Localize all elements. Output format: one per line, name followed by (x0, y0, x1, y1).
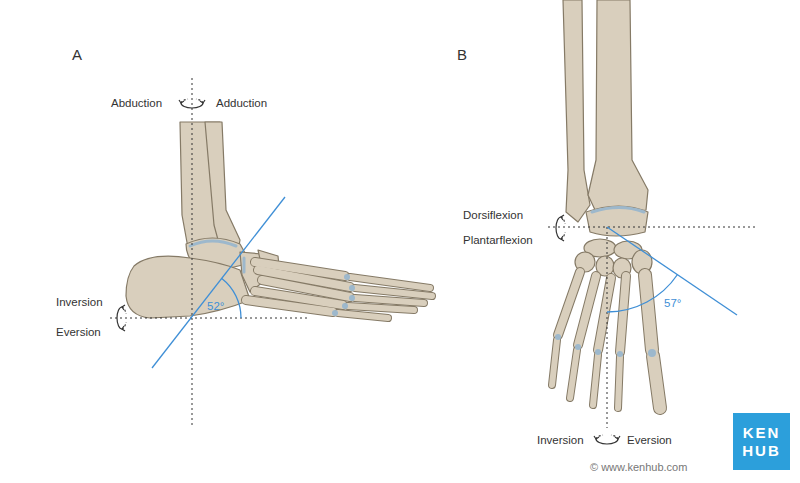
motion-label: Eversion (627, 434, 672, 448)
motion-label: Inversion (537, 434, 584, 448)
angle-label: 52° (207, 300, 224, 314)
panel-letter: B (457, 46, 467, 64)
motion-label: Adduction (216, 97, 267, 111)
motion-label: Eversion (56, 326, 101, 340)
copyright-note: © www.kenhub.com (590, 461, 687, 474)
motion-label: Dorsiflexion (463, 209, 523, 223)
foot-anterior-view (563, 0, 652, 278)
rotation-icon (117, 99, 620, 444)
joint-axis (152, 197, 737, 368)
logo-box: KEN HUB (733, 413, 790, 470)
axis-line (110, 78, 757, 428)
motion-label: Abduction (111, 97, 162, 111)
motion-label: Inversion (56, 296, 103, 310)
logo-text: KEN HUB (741, 424, 782, 459)
panel-letter: A (72, 46, 82, 64)
motion-label: Plantarflexion (463, 234, 533, 248)
angle-label: 57° (664, 297, 681, 311)
